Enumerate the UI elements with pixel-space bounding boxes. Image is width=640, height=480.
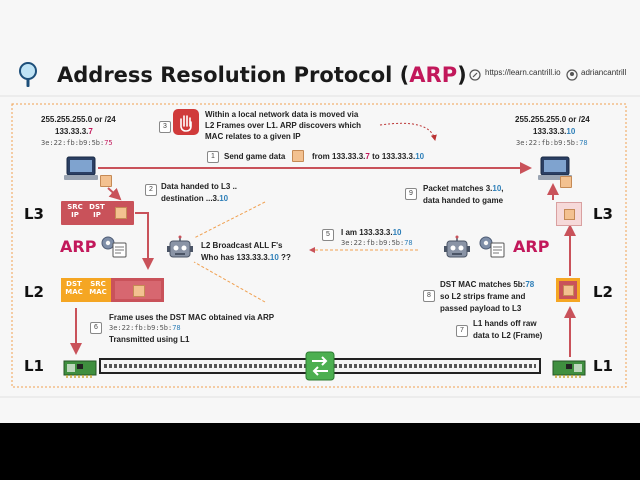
gear-icon-right — [477, 233, 507, 259]
step-9-line-1: Packet matches 3.10, — [423, 184, 504, 193]
step-4-line-1: L2 Broadcast ALL F's — [201, 241, 283, 250]
step-3-line-3: MAC relates to a given IP — [205, 132, 301, 141]
right-l3-package-icon — [564, 209, 575, 220]
layer-l2-right: L2 — [593, 283, 613, 301]
profile-icon — [566, 68, 578, 81]
right-host-ip: 133.33.3.10 — [533, 127, 576, 136]
step-9-badge: 9 — [405, 188, 417, 200]
right-data-package-icon — [560, 176, 572, 188]
left-laptop-icon — [64, 155, 98, 183]
right-host-mask: 255.255.255.0 or /24 — [515, 115, 590, 124]
page-title: Address Resolution Protocol (ARP) — [57, 63, 467, 87]
step-1-label: Send game data — [224, 152, 286, 161]
layer-l1-left: L1 — [24, 357, 44, 375]
step-3-line-1: Within a local network data is moved via — [205, 110, 359, 119]
slide: Address Resolution Protocol (ARP) https:… — [0, 0, 640, 423]
gear-icon-left — [99, 233, 129, 259]
layer-l3-left: L3 — [24, 205, 44, 223]
right-nic-icon — [552, 359, 586, 379]
layer-l2-left: L2 — [24, 283, 44, 301]
step-8-badge: 8 — [423, 290, 435, 302]
step-7-badge: 7 — [456, 325, 468, 337]
step-8-line-3: passed payload to L3 — [440, 304, 522, 313]
step-2-line-1: Data handed to L3 .. — [161, 182, 238, 191]
step-1-badge: 1 — [207, 151, 219, 163]
arp-label-right: ARP — [513, 237, 550, 256]
step-6-badge: 6 — [90, 322, 102, 334]
step-8-line-2: so L2 strips frame and — [440, 292, 526, 301]
right-l2-package — [556, 278, 580, 302]
step-4-line-2: Who has 133.33.3.10 ?? — [201, 253, 291, 262]
step-3-badge: 3 — [159, 121, 171, 133]
right-l3-package — [556, 202, 582, 226]
right-host-mac: 3e:22:fb:b9:5b:78 — [516, 139, 588, 147]
l3-payload-icon — [115, 207, 127, 219]
step-6-mac: 3e:22:fb:b9:5b:78 — [109, 324, 181, 332]
robot-icon-right — [443, 235, 471, 263]
step-9-line-2: data handed to game — [423, 196, 504, 205]
handle-link[interactable]: adriancantrill — [581, 68, 627, 77]
step-2-badge: 2 — [145, 184, 157, 196]
magnifier-icon — [16, 60, 40, 90]
left-data-package-icon — [100, 175, 112, 187]
stop-hand-icon — [173, 109, 199, 135]
step-5-line-1: I am 133.33.3.10 — [341, 228, 402, 237]
step-7-line-1: L1 hands off raw — [473, 319, 537, 328]
link-icon — [469, 68, 481, 81]
layer-l3-right: L3 — [593, 205, 613, 223]
l2-mac-header — [61, 278, 111, 302]
step-6-line-1: Frame uses the DST MAC obtained via ARP — [109, 313, 275, 322]
left-host-mask: 255.255.255.0 or /24 — [41, 115, 116, 124]
step-2-line-2: destination ...3.10 — [161, 194, 229, 203]
step-1-route: from 133.33.3.7 to 133.33.3.10 — [312, 152, 425, 161]
step-3-line-2: L2 Frames over L1. ARP discovers which — [205, 121, 362, 130]
arp-label-left: ARP — [60, 237, 97, 256]
step-5-mac: 3e:22:fb:b9:5b:78 — [341, 239, 413, 247]
left-nic-icon — [63, 359, 97, 379]
step-5-badge: 5 — [322, 229, 334, 241]
right-l2-package-icon — [563, 285, 574, 296]
left-host-ip: 133.33.3.7 — [55, 127, 93, 136]
left-host-mac: 3e:22:fb:b9:5b:75 — [41, 139, 113, 147]
layer-l1-right: L1 — [593, 357, 613, 375]
step-6-line-3: Transmitted using L1 — [109, 335, 190, 344]
robot-icon-left — [166, 235, 194, 263]
switch-icon — [305, 351, 335, 381]
step-7-line-2: data to L2 (Frame) — [473, 331, 543, 340]
game-data-package-icon — [292, 150, 304, 162]
step-8-line-1: DST MAC matches 5b:78 — [440, 280, 535, 289]
site-link[interactable]: https://learn.cantrill.io — [485, 68, 561, 77]
l2-payload-icon — [133, 285, 145, 297]
